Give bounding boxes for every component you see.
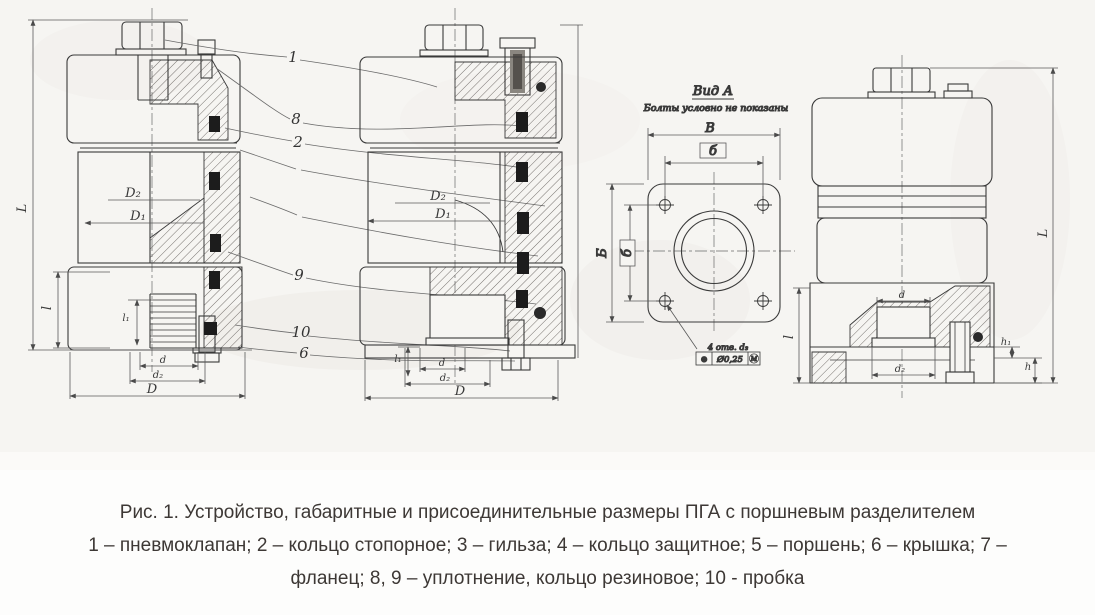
dimensions-middle	[364, 202, 559, 401]
dim-label-B-top: В	[704, 121, 715, 136]
dimension-labels-right: L l d d₂ h₁ h	[782, 229, 1051, 375]
caption-legend-line-1: 1 – пневмоклапан; 2 – кольцо стопорное; …	[88, 535, 1007, 556]
bolt-holes	[656, 196, 772, 310]
flange-bore-outer	[673, 210, 755, 292]
callout-1: 1	[288, 48, 298, 66]
callout-6: 6	[299, 344, 309, 362]
figure-caption: Рис. 1. Устройство, габаритные и присоед…	[0, 496, 1095, 595]
dim-label-D-left: D	[146, 382, 158, 397]
view-a-note: Болты условно не показаны	[643, 103, 789, 114]
drawing-canvas: L l l₁ D₂ D₁ d d₂ D 1	[15, 8, 1058, 401]
dim-label-b-box-left: б	[620, 249, 635, 257]
body-outline	[359, 24, 583, 359]
section-view-left	[66, 8, 243, 372]
dim-label-d2-right: d₂	[895, 364, 905, 375]
dim-label-h-right: h	[1025, 362, 1031, 373]
caption-legend-line-2: фланец; 8, 9 – уплотнение, кольцо резино…	[290, 568, 805, 589]
flange-top-view: Вид А Болты условно не показаны	[594, 83, 795, 366]
dim-label-h1-right: h₁	[1001, 337, 1011, 348]
dim-label-D1-left: D₁	[129, 209, 146, 224]
thread-lines	[150, 299, 196, 343]
callout-2: 2	[292, 133, 303, 151]
view-a-title: Вид А	[692, 84, 733, 99]
seal-rings	[516, 112, 529, 308]
top-plug	[115, 21, 187, 56]
flange-bore-inner	[680, 217, 748, 285]
dim-label-B-left: Б	[595, 248, 610, 259]
dim-label-D2-left: D₂	[124, 186, 141, 201]
dim-label-d-right: d	[899, 290, 905, 301]
tolerance-value: Ø0,25	[716, 354, 743, 365]
dim-label-d-left: d	[160, 355, 166, 366]
dim-label-D1-middle: D₁	[434, 207, 451, 222]
dimensions-left	[28, 19, 252, 399]
tolerance-modifier: M	[750, 355, 758, 363]
technical-drawing: L l l₁ D₂ D₁ d d₂ D 1	[15, 8, 1058, 401]
holes-note-text: 4 отв. d₃	[707, 343, 749, 353]
callout-9: 9	[294, 266, 304, 284]
top-plug	[419, 24, 489, 57]
flange-outline	[647, 183, 781, 323]
pneumo-valve	[499, 37, 546, 96]
side-elevation-view	[809, 55, 995, 398]
dim-label-L-left: L	[15, 204, 30, 214]
dim-label-l-right: l	[782, 335, 797, 339]
bottom-bolt	[501, 307, 546, 371]
callout-numbers: 1 8 2 9 10 6	[288, 48, 311, 362]
top-stud	[197, 39, 216, 79]
holes-note: 4 отв. d₃ ⊕ Ø0,25 M	[695, 342, 761, 366]
dim-label-d-middle: d	[439, 358, 445, 369]
dim-label-D2-middle: D₂	[429, 189, 446, 204]
dim-label-l1-left: l₁	[122, 313, 129, 324]
section-view-middle	[359, 8, 583, 385]
seal-rings	[204, 116, 221, 335]
dim-label-l1-middle: l₁	[394, 354, 401, 365]
dim-label-L-right: L	[1036, 229, 1051, 239]
dim-label-D-middle: D	[454, 384, 466, 399]
base-boss	[425, 294, 510, 346]
callout-8: 8	[291, 110, 301, 128]
dimension-labels-middle: D₂ D₁ l₁ d d₂ D	[394, 189, 465, 399]
dimensions-right	[793, 67, 1058, 384]
callout-10: 10	[291, 323, 311, 341]
dim-label-l-left: l	[40, 306, 55, 310]
dimension-labels-left: L l l₁ D₂ D₁ d d₂ D	[15, 186, 166, 397]
dim-label-b-box-top: б	[709, 144, 717, 159]
flange-dimensions	[606, 128, 781, 350]
caption-title: Рис. 1. Устройство, габаритные и присоед…	[119, 502, 976, 523]
dim-label-d2-left: d₂	[153, 370, 163, 381]
dim-label-d2-middle: d₂	[440, 373, 450, 384]
base-section	[811, 285, 991, 384]
tolerance-symbol: ⊕	[700, 355, 707, 365]
